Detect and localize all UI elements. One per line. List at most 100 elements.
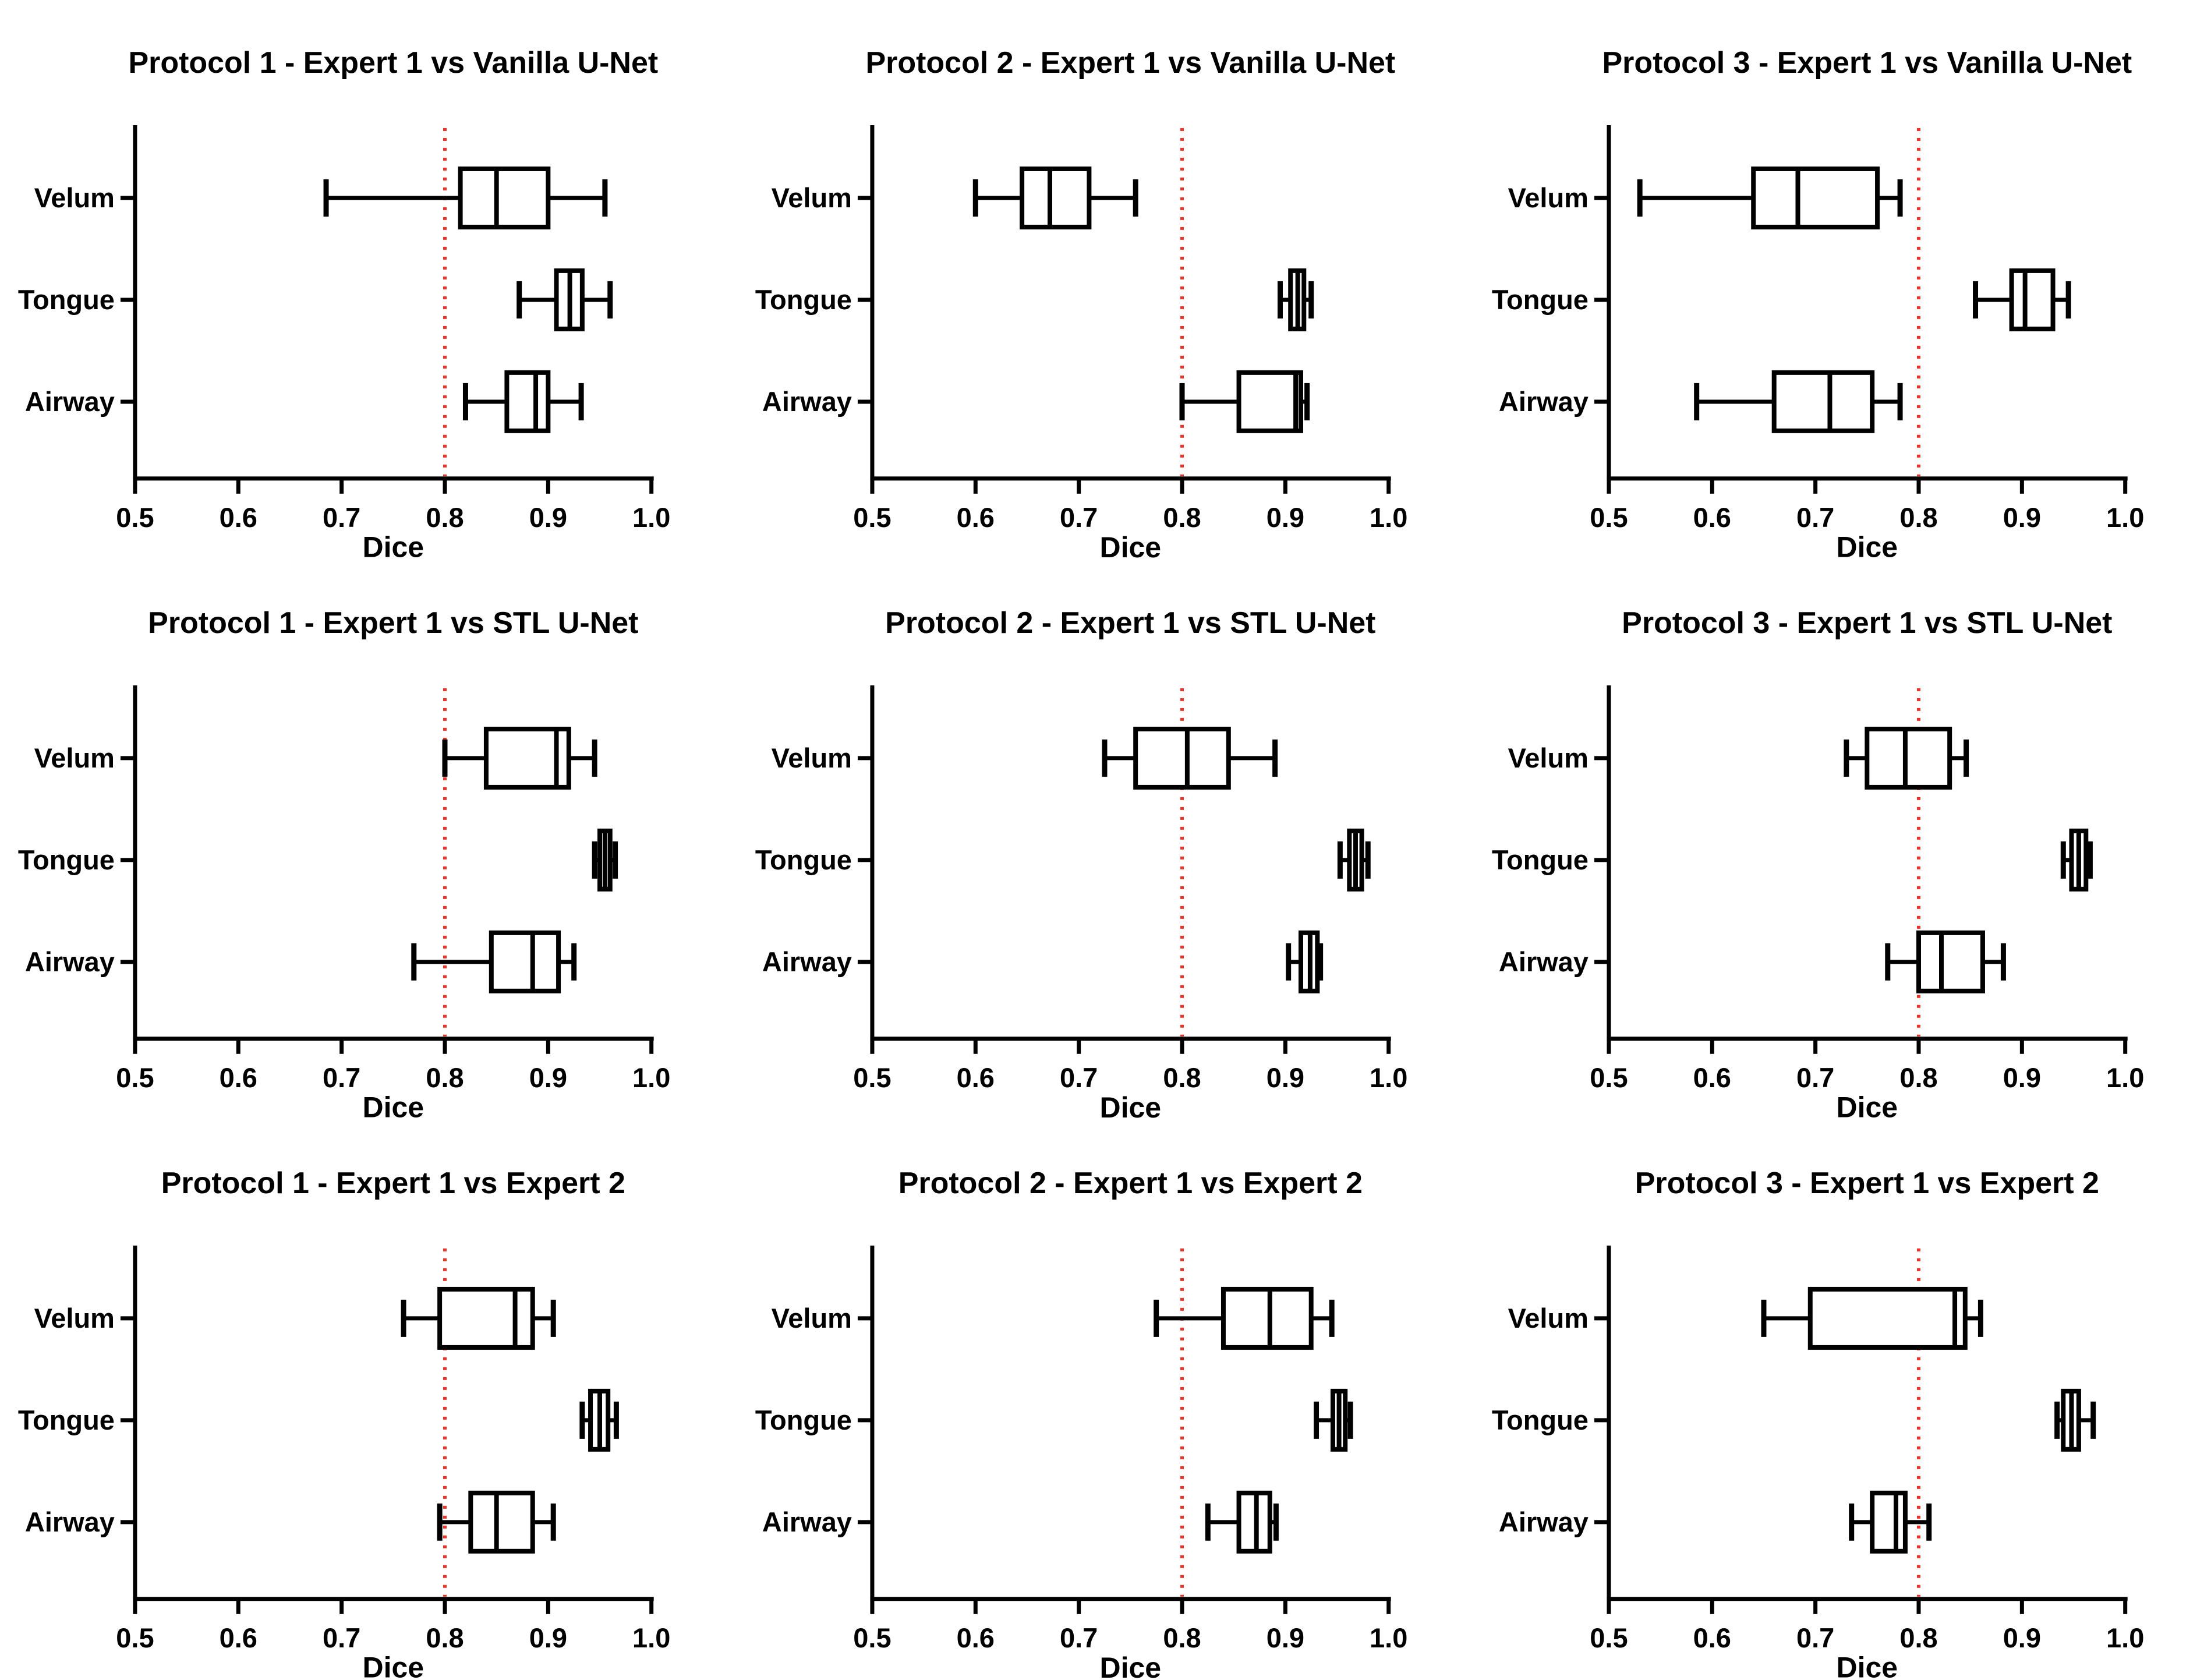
- x-tick-label: 0.5: [1590, 1622, 1628, 1653]
- boxplot-protocol3-stl-unet-tongue: [2061, 828, 2093, 892]
- category-label-tongue: Tongue: [1492, 1404, 1589, 1435]
- category-label-tongue: Tongue: [755, 284, 852, 315]
- iqr-box: [1236, 370, 1303, 433]
- subplot-title: Protocol 2 - Expert 1 vs STL U-Net: [885, 606, 1375, 640]
- x-tick-label: 1.0: [1370, 502, 1407, 533]
- subplot-protocol1-vanilla-unet: Protocol 1 - Expert 1 vs Vanilla U-Net 0.…: [0, 0, 737, 560]
- x-tick-label: 0.8: [1900, 502, 1938, 533]
- boxplot-protocol3-vanilla-unet-airway: [1694, 370, 1903, 433]
- x-tick-label: 0.5: [116, 1622, 154, 1653]
- x-tick-label: 1.0: [632, 502, 670, 533]
- category-label-airway: Airway: [762, 386, 852, 417]
- category-label-airway: Airway: [762, 1506, 852, 1537]
- boxplot-protocol3-stl-unet-airway: [1885, 930, 2007, 993]
- x-tick-label: 0.9: [529, 502, 567, 533]
- boxplot-protocol3-vanilla-unet-velum: [1637, 166, 1903, 229]
- x-tick-label: 0.9: [2003, 502, 2041, 533]
- x-tick-label: 0.6: [220, 1622, 257, 1653]
- x-axis-title: Dice: [1837, 1651, 1898, 1680]
- x-tick-label: 0.8: [426, 1622, 464, 1653]
- x-tick-label: 0.6: [956, 502, 994, 533]
- x-tick-label: 0.6: [956, 1062, 994, 1093]
- iqr-box: [504, 370, 551, 433]
- category-label-tongue: Tongue: [755, 1404, 852, 1435]
- subplot-protocol1-expert2: Protocol 1 - Expert 1 vs Expert 2 0.5 0.6 0…: [0, 1120, 737, 1680]
- x-tick-label: 0.8: [1900, 1622, 1938, 1653]
- x-tick-label: 0.7: [1060, 502, 1098, 533]
- x-tick-label: 1.0: [2106, 1062, 2144, 1093]
- x-tick-label: 0.6: [1693, 1622, 1731, 1653]
- subplot-protocol2-stl-unet: Protocol 2 - Expert 1 vs STL U-Net 0.5 0.6…: [737, 560, 1474, 1120]
- x-tick-label: 0.7: [1796, 1062, 1834, 1093]
- boxplot-protocol2-stl-unet-tongue: [1337, 828, 1371, 892]
- category-label-velum: Velum: [1508, 182, 1589, 213]
- x-tick-label: 0.5: [853, 1062, 891, 1093]
- x-tick-label: 0.6: [220, 502, 257, 533]
- x-axis-title: Dice: [363, 1651, 424, 1680]
- category-label-velum: Velum: [34, 182, 115, 213]
- iqr-box: [1865, 726, 1952, 790]
- x-tick-label: 0.9: [529, 1062, 567, 1093]
- x-axis-title: Dice: [1837, 531, 1898, 560]
- category-label-tongue: Tongue: [18, 1404, 115, 1435]
- x-tick-label: 0.7: [1796, 1622, 1834, 1653]
- x-tick-label: 0.6: [1693, 1062, 1731, 1093]
- category-label-velum: Velum: [771, 1302, 851, 1333]
- x-axis-title: Dice: [1099, 531, 1161, 560]
- x-tick-label: 1.0: [632, 1622, 670, 1653]
- subplot-canvas-protocol3-vanilla-unet: Protocol 3 - Expert 1 vs Vanilla U-Net 0.…: [1492, 46, 2144, 560]
- x-axis-title: Dice: [1099, 1091, 1161, 1120]
- category-label-tongue: Tongue: [18, 284, 115, 315]
- subplot-title: Protocol 3 - Expert 1 vs Vanilla U-Net: [1602, 46, 2132, 80]
- subplot-canvas-protocol1-vanilla-unet: Protocol 1 - Expert 1 vs Vanilla U-Net 0.…: [18, 46, 670, 560]
- x-tick-label: 0.5: [853, 502, 891, 533]
- subplot-canvas-protocol2-vanilla-unet: Protocol 2 - Expert 1 vs Vanilla U-Net0.…: [755, 46, 1408, 560]
- boxplot-protocol3-vanilla-unet-tongue: [1973, 268, 2071, 331]
- category-label-velum: Velum: [1508, 1302, 1589, 1333]
- x-tick-label: 0.7: [1796, 502, 1834, 533]
- iqr-box: [489, 930, 561, 993]
- boxplot-protocol1-stl-unet-airway: [411, 930, 577, 993]
- category-label-airway: Airway: [1499, 946, 1589, 977]
- x-tick-label: 1.0: [1370, 1062, 1407, 1093]
- x-tick-label: 0.8: [1163, 502, 1201, 533]
- x-tick-label: 0.9: [1266, 502, 1304, 533]
- x-tick-label: 0.5: [853, 1622, 891, 1653]
- x-tick-label: 1.0: [632, 1062, 670, 1093]
- boxplot-protocol1-stl-unet-tongue: [592, 828, 618, 892]
- iqr-box: [2009, 268, 2056, 331]
- subplot-protocol3-vanilla-unet: Protocol 3 - Expert 1 vs Vanilla U-Net 0.…: [1474, 0, 2211, 560]
- x-tick-label: 0.9: [529, 1622, 567, 1653]
- x-tick-label: 0.7: [1060, 1062, 1098, 1093]
- x-axis-title: Dice: [1837, 1091, 1898, 1120]
- x-axis-title: Dice: [1099, 1651, 1161, 1680]
- x-tick-label: 0.9: [1266, 1062, 1304, 1093]
- boxplot-protocol2-vanilla-unet-airway: [1179, 370, 1310, 433]
- x-axis-title: Dice: [363, 531, 424, 560]
- category-label-tongue: Tongue: [755, 844, 852, 875]
- x-tick-label: 1.0: [1370, 1622, 1407, 1653]
- category-label-airway: Airway: [762, 946, 852, 977]
- boxplot-protocol1-expert2-airway: [437, 1490, 556, 1554]
- x-tick-label: 0.8: [1163, 1062, 1201, 1093]
- x-tick-label: 0.9: [1266, 1622, 1304, 1653]
- boxplot-protocol1-vanilla-unet-tongue: [517, 268, 613, 331]
- category-label-airway: Airway: [25, 946, 115, 977]
- boxplot-protocol1-vanilla-unet-airway: [462, 370, 584, 433]
- subplot-title: Protocol 1 - Expert 1 vs Vanilla U-Net: [128, 46, 658, 80]
- x-tick-label: 0.7: [323, 1062, 360, 1093]
- boxplot-protocol2-expert2-velum: [1153, 1286, 1335, 1350]
- subplot-title: Protocol 1 - Expert 1 vs Expert 2: [161, 1166, 625, 1200]
- iqr-box: [1916, 930, 1986, 993]
- x-tick-label: 0.5: [116, 1062, 154, 1093]
- x-tick-label: 0.8: [426, 1062, 464, 1093]
- boxplot-protocol1-vanilla-unet-velum: [323, 166, 608, 229]
